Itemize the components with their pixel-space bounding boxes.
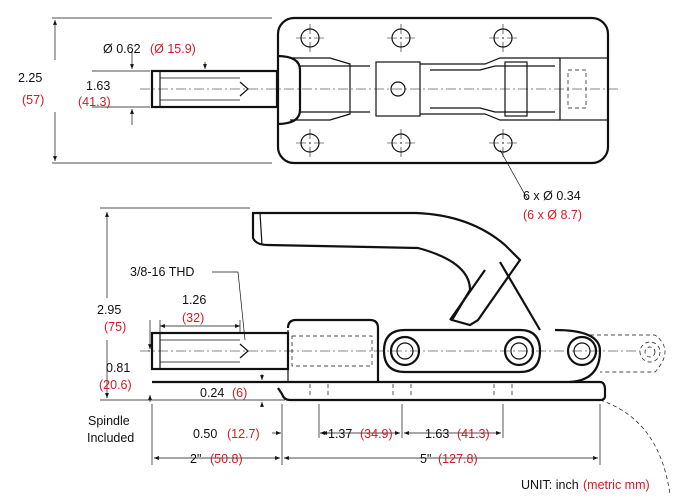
- overall-height-metric: (57): [22, 93, 44, 107]
- length-right-label: 5": [420, 452, 431, 466]
- spindle-height-label: 0.81: [106, 361, 130, 375]
- top-spindle: [150, 69, 279, 109]
- side-view: 3/8-16 THD 2.95 (75) 1.26 (32) 0.81 (20.…: [87, 207, 671, 496]
- unit-metric: (metric mm): [583, 478, 650, 492]
- hole-spacing-b-label: 1.63: [425, 427, 449, 441]
- height-metric: (75): [104, 320, 126, 334]
- side-base: [152, 380, 607, 402]
- spindle-note-2: Included: [87, 431, 134, 445]
- mounting-holes: [296, 24, 517, 157]
- side-housing: [286, 318, 380, 382]
- length-left-metric: (50.8): [210, 452, 243, 466]
- center-height-label: 1.63: [86, 79, 110, 93]
- hole-spacing-a-metric: (34.9): [360, 427, 393, 441]
- hole-spacing-b-metric: (41.3): [457, 427, 490, 441]
- length-right-metric: (127.8): [438, 452, 478, 466]
- overall-height-label: 2.25: [18, 71, 42, 85]
- top-view: Ø 0.62 (Ø 15.9) 2.25 (57) 1.63 (41.3) 6 …: [18, 16, 620, 222]
- base-thickness-label: 0.24: [200, 386, 224, 400]
- top-housing: [276, 54, 302, 126]
- base-thickness-metric: (6): [232, 386, 247, 400]
- holes-label: 6 x Ø 0.34: [523, 189, 581, 203]
- stroke-label: 1.26: [182, 293, 206, 307]
- stroke-metric: (32): [182, 311, 204, 325]
- offset-label: 0.50: [193, 427, 217, 441]
- hole-spacing-a-label: 1.37: [328, 427, 352, 441]
- center-height-metric: (41.3): [78, 95, 111, 109]
- base-plate-outline: [276, 16, 610, 165]
- holes-metric: (6 x Ø 8.7): [523, 208, 582, 222]
- dia-metric: (Ø 15.9): [150, 42, 196, 56]
- length-left-label: 2": [190, 452, 201, 466]
- top-link: [375, 61, 421, 117]
- unit-label: UNIT: inch: [521, 478, 579, 492]
- spindle-height-metric: (20.6): [99, 378, 132, 392]
- offset-metric: (12.7): [227, 427, 260, 441]
- handle: [251, 211, 522, 327]
- spindle-note: Spindle: [88, 414, 130, 428]
- side-link: [382, 328, 542, 374]
- height-label: 2.95: [97, 303, 121, 317]
- thread-label: 3/8-16 THD: [130, 265, 194, 279]
- dia-label: Ø 0.62: [103, 42, 141, 56]
